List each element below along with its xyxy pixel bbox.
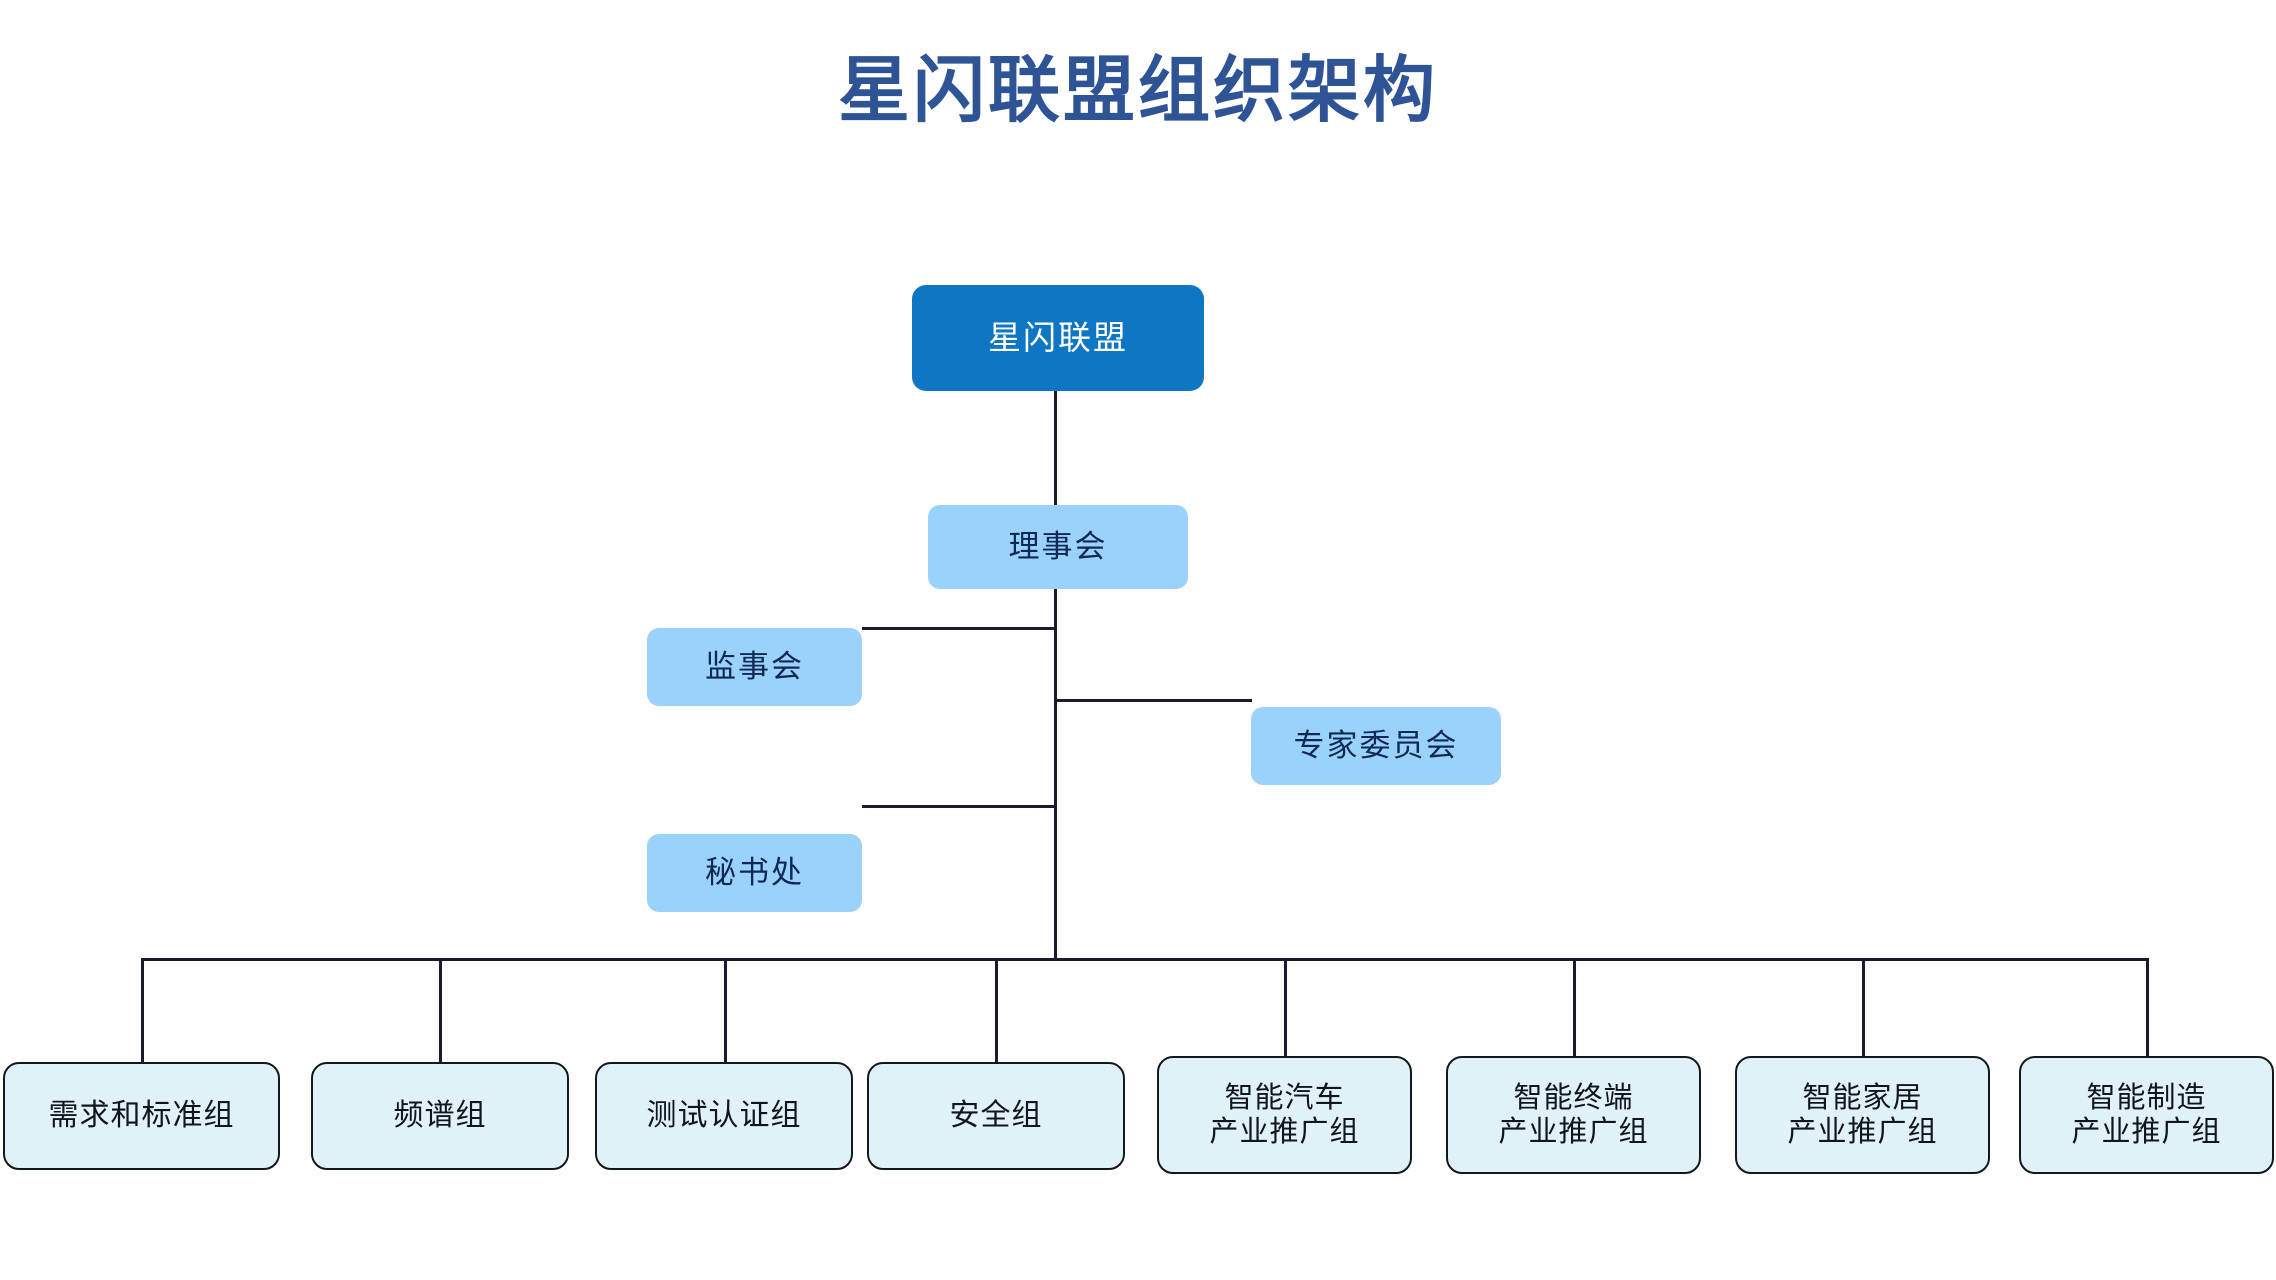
node-label-line2: 产业推广组 bbox=[1787, 1116, 1938, 1148]
node-spectrum-group[interactable]: 频谱组 bbox=[311, 1062, 569, 1170]
connector-drop-wg5 bbox=[1284, 958, 1287, 1056]
node-smart-automotive-industry-promotion-group[interactable]: 智能汽车 产业推广组 bbox=[1157, 1056, 1412, 1174]
connector-to-experts bbox=[1054, 699, 1252, 702]
connector-to-secretariat bbox=[862, 805, 1057, 808]
connector-drop-wg8 bbox=[2146, 958, 2149, 1056]
node-label-line2: 产业推广组 bbox=[1498, 1116, 1649, 1148]
node-label-line1: 智能制造 bbox=[2086, 1081, 2207, 1114]
node-xingshan-alliance[interactable]: 星闪联盟 bbox=[912, 285, 1204, 391]
node-expert-committee[interactable]: 专家委员会 bbox=[1251, 707, 1501, 785]
node-label-line1: 智能家居 bbox=[1802, 1081, 1923, 1114]
connector-to-supervisor bbox=[862, 627, 1057, 630]
node-smart-manufacturing-industry-promotion-group[interactable]: 智能制造 产业推广组 bbox=[2019, 1056, 2274, 1174]
connector-drop-wg2 bbox=[439, 958, 442, 1062]
node-requirements-standards-group[interactable]: 需求和标准组 bbox=[3, 1062, 280, 1170]
connector-drop-wg1 bbox=[141, 958, 144, 1062]
node-smart-home-industry-promotion-group[interactable]: 智能家居 产业推广组 bbox=[1735, 1056, 1990, 1174]
node-label-line2: 产业推广组 bbox=[2071, 1116, 2222, 1148]
node-board-of-directors[interactable]: 理事会 bbox=[928, 505, 1188, 589]
connector-bus-working-groups bbox=[142, 958, 2148, 961]
connector-drop-wg4 bbox=[995, 958, 998, 1062]
connector-drop-wg6 bbox=[1573, 958, 1576, 1056]
node-test-certification-group[interactable]: 测试认证组 bbox=[595, 1062, 853, 1170]
connector-drop-wg7 bbox=[1862, 958, 1865, 1056]
page-title: 星闪联盟组织架构 bbox=[837, 51, 1438, 131]
node-label-line1: 智能汽车 bbox=[1224, 1081, 1345, 1114]
node-security-group[interactable]: 安全组 bbox=[867, 1062, 1125, 1170]
node-smart-terminal-industry-promotion-group[interactable]: 智能终端 产业推广组 bbox=[1446, 1056, 1701, 1174]
node-board-of-supervisors[interactable]: 监事会 bbox=[647, 628, 862, 706]
node-label-line2: 产业推广组 bbox=[1209, 1116, 1360, 1148]
node-secretariat[interactable]: 秘书处 bbox=[647, 834, 862, 912]
connector-drop-wg3 bbox=[724, 958, 727, 1062]
connector-trunk-main bbox=[1054, 391, 1057, 961]
node-label-line1: 智能终端 bbox=[1513, 1081, 1634, 1114]
